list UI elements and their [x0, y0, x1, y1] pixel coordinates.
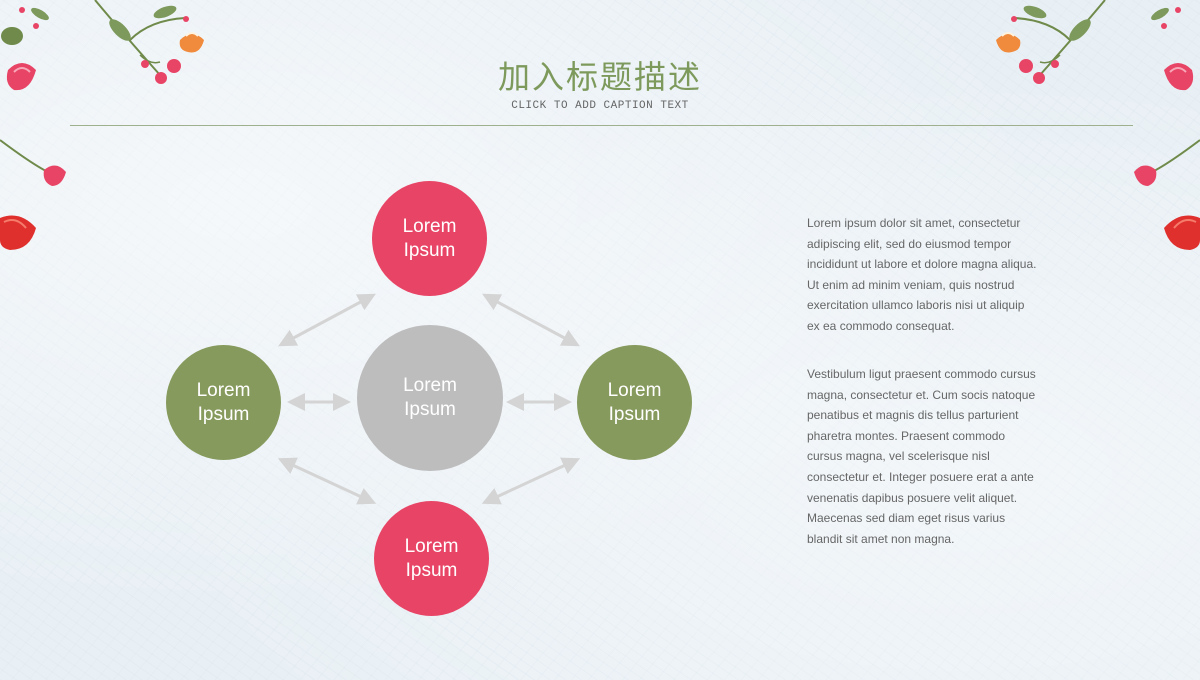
node-right[interactable]: Lorem Ipsum — [577, 345, 692, 460]
node-center-label: Lorem Ipsum — [403, 375, 457, 420]
title-divider — [70, 125, 1133, 126]
page-title: 加入标题描述 — [497, 58, 702, 96]
arrow-top-right — [482, 293, 580, 347]
floral-decoration-top-right — [996, 0, 1200, 250]
node-top-label: Lorem Ipsum — [402, 215, 457, 261]
description-paragraph-2: Vestibulum ligut praesent commodo cursus… — [807, 367, 1036, 546]
page-subtitle: CLICK TO ADD CAPTION TEXT — [511, 100, 689, 112]
node-top[interactable]: Lorem Ipsum — [372, 181, 487, 296]
node-center[interactable]: Lorem Ipsum — [357, 325, 503, 471]
node-left[interactable]: Lorem Ipsum — [166, 345, 281, 460]
arrow-top-left — [278, 293, 376, 347]
node-bottom-label: Lorem Ipsum — [404, 535, 459, 581]
node-right-label: Lorem Ipsum — [607, 379, 662, 425]
node-bottom[interactable]: Lorem Ipsum — [374, 501, 489, 616]
node-left-label: Lorem Ipsum — [196, 379, 251, 425]
description-paragraph-1: Lorem ipsum dolor sit amet, consectetur … — [807, 216, 1037, 333]
arrow-bottom-right — [481, 457, 581, 505]
floral-decoration-top-left — [0, 0, 204, 250]
arrow-bottom-left — [277, 457, 377, 505]
